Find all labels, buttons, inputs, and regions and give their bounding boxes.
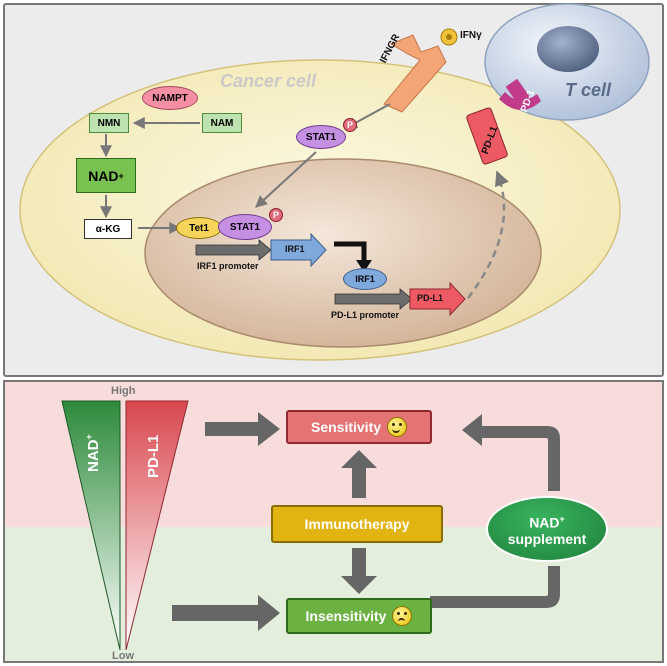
sensitivity-label: Sensitivity — [310, 419, 382, 435]
pdl1-wedge — [125, 400, 189, 651]
ifn-gamma-ligand-icon — [440, 28, 458, 46]
arrow-immuno-to-insensitivity — [341, 548, 377, 594]
akg-node: α-KG — [84, 219, 132, 239]
pdl1-promoter-arrow-icon — [334, 288, 413, 310]
nampt-node: NAMPT — [142, 86, 198, 110]
t-cell-label: T cell — [565, 80, 612, 100]
irf1-protein-label: IRF1 — [355, 274, 375, 284]
nad-label: NAD — [88, 167, 119, 184]
nad-supplement-line1: NAD+ — [529, 511, 565, 531]
sad-face-icon — [392, 606, 413, 626]
pdl1-promoter-label: PD-L1 promoter — [331, 310, 400, 320]
bottom-arrows — [172, 412, 560, 631]
arrow-supplement-loop — [430, 566, 560, 608]
ifn-gamma-label: IFNγ — [460, 30, 482, 41]
nad-sup: + — [118, 170, 124, 181]
phospho-cytoplasm-icon: P — [343, 118, 357, 132]
nmn-node: NMN — [89, 113, 129, 133]
nad-node: NAD+ — [76, 158, 136, 193]
nad-wedge-sup: + — [84, 434, 94, 440]
arrow-low-to-insensitivity — [172, 595, 280, 631]
akg-label: α-KG — [95, 223, 121, 235]
sensitivity-box: Sensitivity — [286, 410, 432, 444]
ifngr-receptor — [383, 34, 447, 113]
nad-supplement-line2: supplement — [507, 530, 587, 547]
insensitivity-box: Insensitivity — [286, 598, 432, 634]
nmn-label: NMN — [97, 117, 121, 129]
irf1-gene-arrow-icon — [270, 232, 327, 268]
nampt-label: NAMPT — [152, 92, 188, 104]
immunotherapy-label: Immunotherapy — [304, 516, 410, 532]
nam-label: NAM — [210, 117, 234, 129]
bottom-panel-border — [3, 380, 664, 663]
tet1-node: Tet1 — [176, 217, 222, 239]
pd1-stalk — [505, 78, 535, 112]
nad-supplement-sup: + — [559, 514, 565, 525]
nad-wedge-text: NAD — [85, 439, 102, 473]
pdl1-gene-arrow-icon — [409, 281, 466, 317]
high-label: High — [111, 385, 136, 397]
pdl1-gene-label: PD-L1 — [417, 293, 444, 303]
phospho-nucleus-icon: P — [269, 208, 283, 222]
pdl1-membrane-box — [466, 107, 508, 165]
t-cell-nucleus — [537, 26, 599, 72]
cancer-cell-label: Cancer cell — [220, 71, 317, 91]
low-label: Low — [112, 650, 134, 662]
transcription-bent-arrow-icon — [334, 241, 372, 272]
immunotherapy-box: Immunotherapy — [271, 505, 443, 543]
nad-wedge-label: NAD+ — [84, 434, 102, 472]
pdl1-wedge-label: PD-L1 — [145, 434, 162, 478]
arrow-supplement-to-sensitivity — [462, 414, 560, 491]
happy-face-icon — [387, 417, 408, 437]
irf1-promoter-arrow-icon — [195, 239, 272, 261]
stat1-nucleus-node: STAT1 — [218, 214, 272, 240]
arrow-pdl1-dashed — [467, 170, 509, 299]
nam-node: NAM — [202, 113, 242, 133]
arrow-high-to-sensitivity — [205, 412, 280, 446]
insensitivity-label: Insensitivity — [305, 608, 387, 624]
nad-supplement-text: NAD — [529, 514, 560, 531]
arrow-stat1-to-nucleus — [255, 151, 317, 208]
tet1-label: Tet1 — [189, 222, 209, 234]
arrow-immuno-to-sensitivity — [341, 450, 377, 498]
stat1-nucleus-label: STAT1 — [229, 221, 261, 233]
stat1-cytoplasm-node: STAT1 — [296, 125, 346, 149]
irf1-protein-node: IRF1 — [343, 268, 387, 290]
irf1-gene-label: IRF1 — [285, 244, 305, 254]
nad-supplement-node: NAD+ supplement — [486, 496, 608, 562]
irf1-promoter-label: IRF1 promoter — [197, 261, 259, 271]
stat1-cytoplasm-label: STAT1 — [305, 131, 337, 143]
nad-wedge — [61, 400, 121, 651]
